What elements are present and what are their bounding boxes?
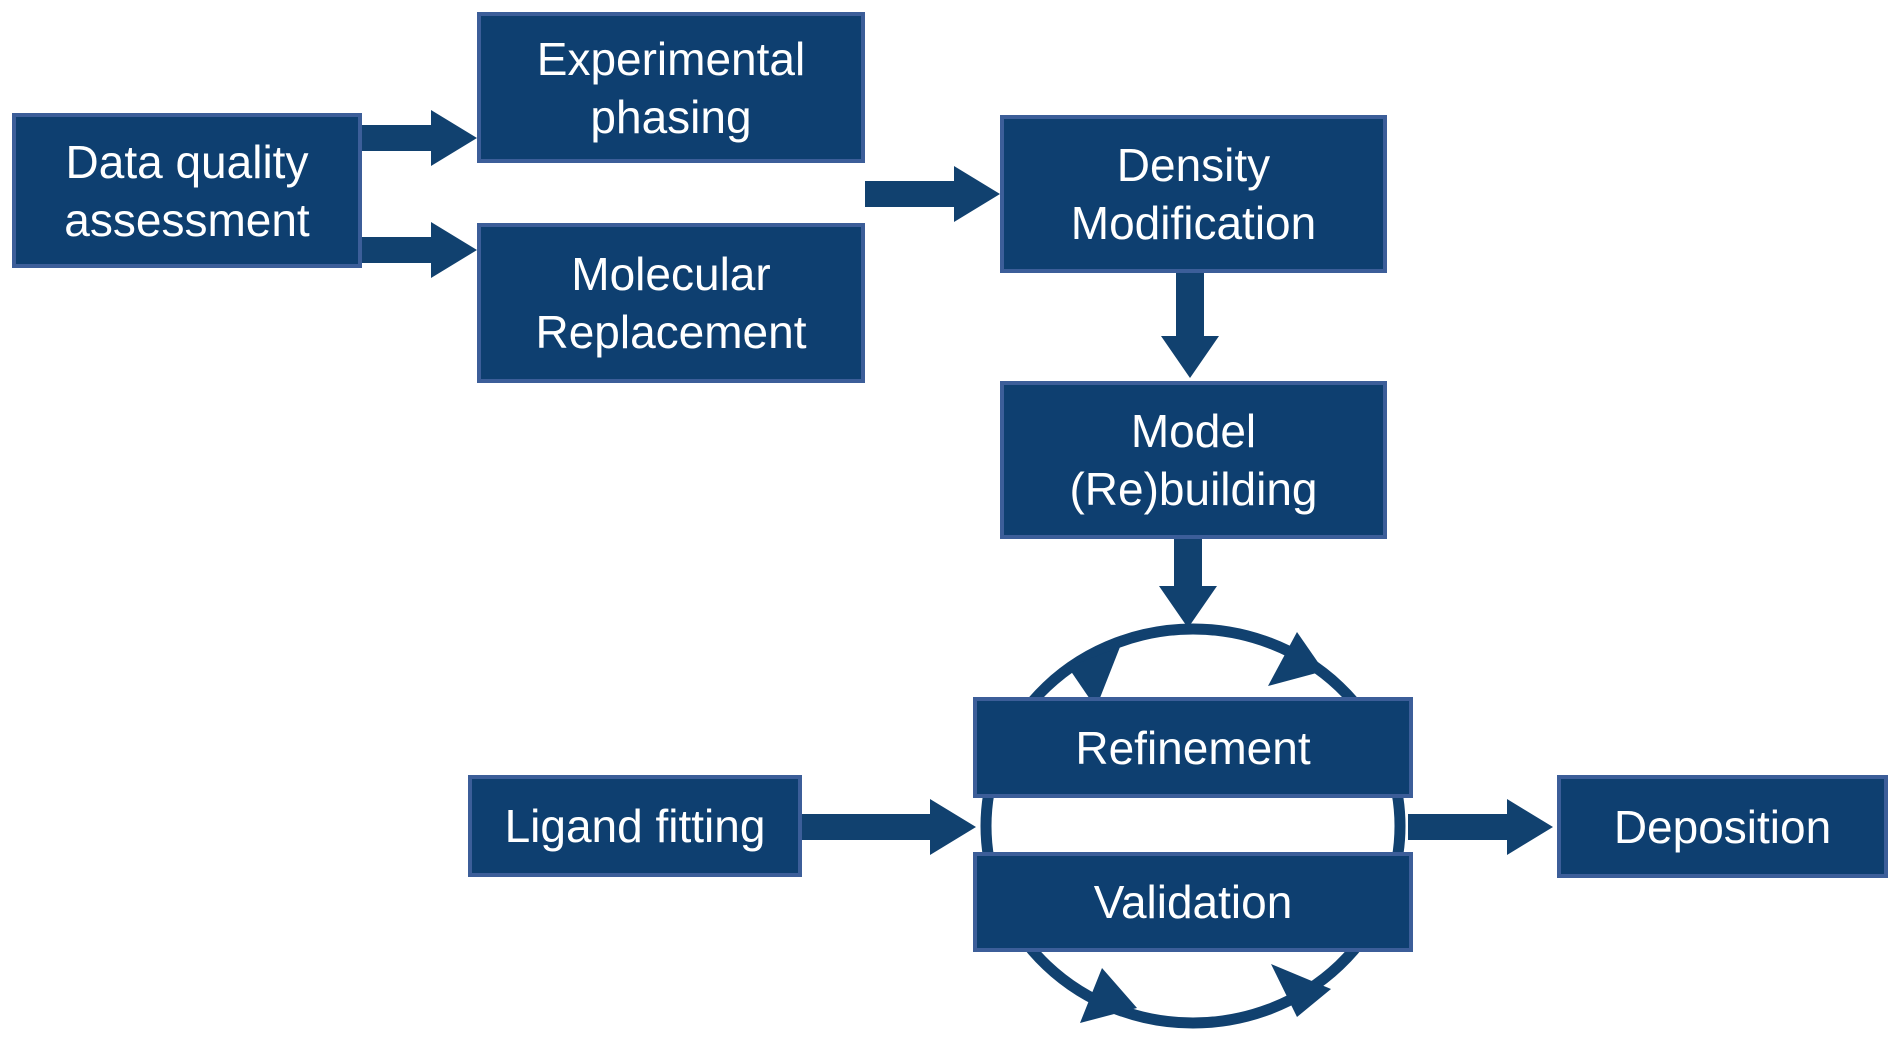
node-label-line: Model xyxy=(1130,405,1257,457)
refinement-validation-cycle-circle xyxy=(980,623,1406,1029)
node-label-line: Density xyxy=(1116,139,1271,191)
node-label-line: Validation xyxy=(1093,876,1293,928)
node-ligand-fitting: Ligand fitting xyxy=(468,775,802,877)
cycle-arrowhead-top-left-icon xyxy=(1068,647,1120,708)
node-label-line: Replacement xyxy=(535,306,807,358)
node-label-line: Experimental xyxy=(536,32,806,85)
node-data-quality-assessment: Data quality assessment xyxy=(12,113,362,268)
node-refinement: Refinement xyxy=(973,697,1413,798)
node-molecular-replacement: Molecular Replacement xyxy=(477,223,865,383)
arrow-cycle-to-deposition xyxy=(1408,799,1553,855)
node-label-line: Ligand fitting xyxy=(504,800,766,852)
node-label-line: Deposition xyxy=(1613,800,1832,853)
cycle-arrowhead-bottom-left-icon xyxy=(1080,968,1137,1023)
arrow-dataquality-to-phasing xyxy=(360,110,477,166)
node-label-line: assessment xyxy=(64,193,310,246)
arrow-dataquality-to-molecular-replacement xyxy=(360,222,477,278)
node-label-line: (Re)building xyxy=(1069,463,1318,515)
cycle-arrowhead-top-right-icon xyxy=(1268,632,1324,686)
node-label-line: Molecular xyxy=(571,248,771,300)
node-validation: Validation xyxy=(973,852,1413,952)
node-label-line: phasing xyxy=(590,90,752,143)
node-experimental-phasing: Experimental phasing xyxy=(477,12,865,163)
node-label-line: Modification xyxy=(1070,197,1317,249)
node-label-line: Refinement xyxy=(1075,721,1311,774)
arrow-model-to-cycle xyxy=(1159,539,1217,628)
arrow-ligand-to-cycle xyxy=(802,799,976,855)
cycle-arrowhead-bottom-right-icon xyxy=(1271,964,1331,1017)
arrow-to-density-modification xyxy=(865,166,1000,222)
node-label-line: Data quality xyxy=(65,135,309,188)
node-density-modification: Density Modification xyxy=(1000,115,1387,273)
node-model-rebuilding: Model (Re)building xyxy=(1000,381,1387,539)
node-deposition: Deposition xyxy=(1557,775,1888,878)
arrow-density-to-model xyxy=(1161,273,1219,378)
